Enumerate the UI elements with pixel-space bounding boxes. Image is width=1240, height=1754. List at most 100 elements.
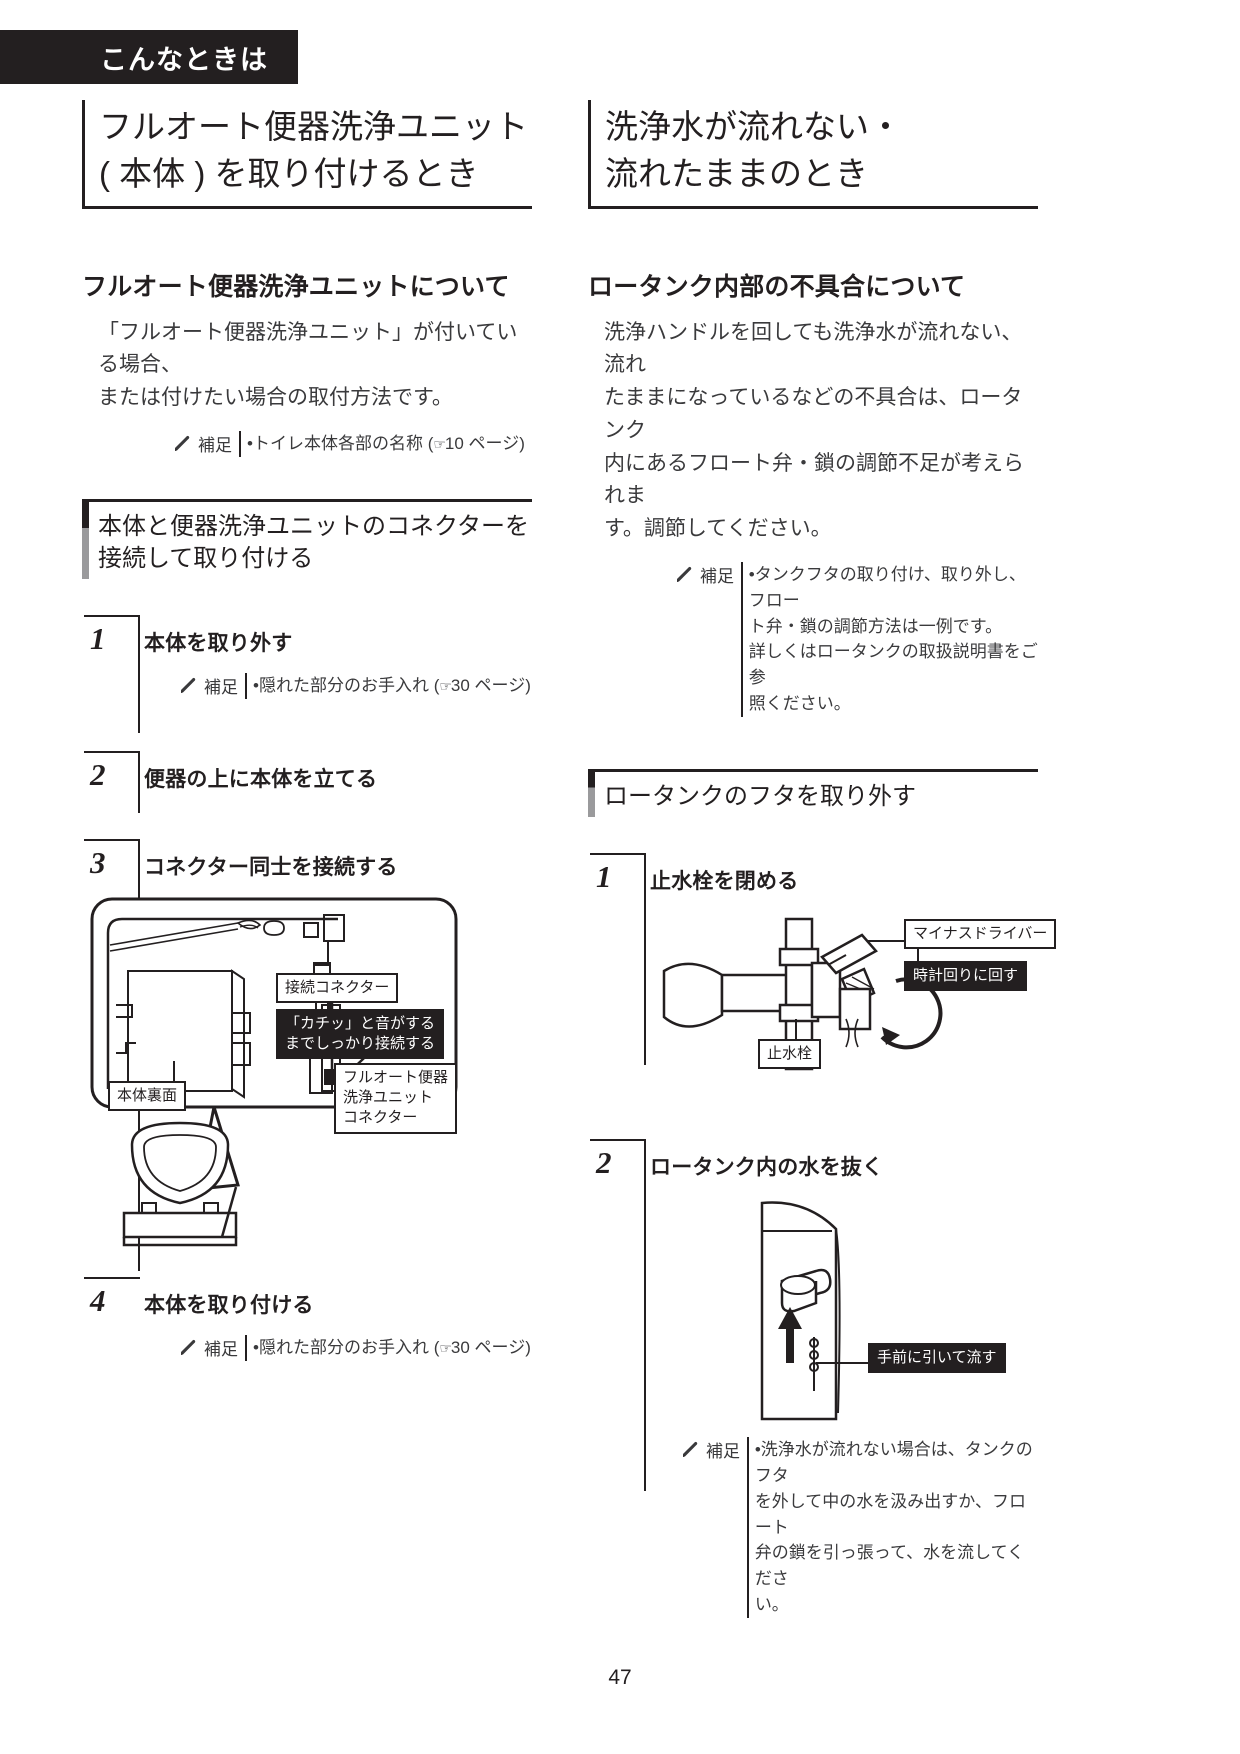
left-step-3: 3 コネクター同士を接続する (82, 838, 532, 1271)
note-ref-page: 30 ページ (450, 676, 526, 696)
callout-click-note-line-2: までしっかり接続する (285, 1035, 436, 1053)
callout-unit-connector-line-2: 洗浄ユニット (343, 1089, 434, 1107)
callout-unit-connector-line-3: コネクター (343, 1109, 418, 1127)
left-step-3-number: 3 (90, 844, 106, 880)
right-paragraph-line-1: 洗浄ハンドルを回しても洗浄水が流れない、流れ (604, 320, 1023, 377)
left-step-2-number: 2 (90, 756, 106, 792)
note-text: トイレ本体各部の名称 (252, 433, 423, 453)
left-step-4: 4 本体を取り付ける 補足 •隠れた部分のお手入れ (☞30 ページ) (82, 1276, 532, 1361)
pencil-icon (172, 434, 192, 454)
step-rule-top (84, 750, 140, 753)
note-bullet: • (247, 433, 253, 453)
note-bullet: • (253, 676, 259, 696)
left-procedure-heading: 本体と便器洗浄ユニットのコネクターを 接続して取り付ける (82, 498, 532, 580)
note-bullet: • (754, 1440, 761, 1460)
callout-connect-connector: 接続コネクター (276, 972, 399, 1004)
right-step-2-note-line-2: を外して中の水を汲み出すか、フロート (754, 1491, 1026, 1537)
left-step-4-number: 4 (90, 1282, 106, 1318)
right-section-note: 補足 •タンクフタの取り付け、取り外し、フロー ト弁・鎖の調節方法は一例です。 … (588, 561, 1038, 717)
pencil-icon (680, 1440, 700, 1460)
pencil-icon (178, 676, 198, 696)
step-rule-top (590, 1139, 646, 1142)
right-step-2-title: ロータンク内の水を抜く (650, 1156, 884, 1180)
left-chapter-title-line-1: フルオート便器洗浄ユニット (99, 108, 528, 145)
left-step-4-title: 本体を取り付ける (144, 1293, 314, 1317)
note-bullet: • (748, 564, 755, 584)
left-section-note-word: 補足 (198, 435, 232, 455)
callout-body-rear: 本体裏面 (108, 1080, 187, 1112)
note-ref-page: 10 ページ (444, 433, 520, 453)
note-divider-rule (245, 673, 247, 699)
connector-figure: 接続コネクター 「カチッ」と音がする までしっかり接続する フルオート便器 洗浄… (88, 893, 460, 1263)
right-step-2-note-line-3: 弁の鎖を引っ張って、水を流してくださ (754, 1543, 1025, 1589)
right-step-2: 2 ロータンク内の水を抜く (588, 1139, 1038, 1618)
right-section-paragraph: 洗浄ハンドルを回しても洗浄水が流れない、流れ たままになっているなどの不具合は、… (588, 317, 1038, 546)
right-paragraph-line-2: たままになっているなどの不具合は、ロータンク (604, 386, 1023, 442)
right-paragraph-line-4: す。調節してください。 (604, 517, 832, 541)
left-chapter-title: フルオート便器洗浄ユニット ( 本体 ) を取り付けるとき (82, 100, 532, 209)
right-step-2-note-line-1: •洗浄水が流れない場合は、タンクのフタ (754, 1440, 1033, 1485)
left-step-4-note-word: 補足 (204, 1339, 238, 1359)
note-divider-rule (747, 1437, 749, 1618)
note-ref-open: ( (427, 433, 434, 453)
left-paragraph-line-2: または付けたい場合の取付方法です。 (98, 386, 453, 410)
note-ref-close: ) (525, 676, 531, 696)
note-ref-close: ) (519, 433, 525, 453)
right-step-1-number: 1 (596, 859, 612, 895)
pencil-icon (674, 565, 694, 585)
right-step-1: 1 止水栓を閉める (588, 853, 1057, 1089)
callout-minus-screwdriver: マイナスドライバー (904, 919, 1057, 950)
pointing-hand-icon: ☞ (439, 678, 452, 695)
right-section-note-line-4: 照ください。 (748, 694, 851, 714)
left-step-3-title: コネクター同士を接続する (144, 855, 398, 879)
running-head-label: こんなときは (100, 44, 268, 75)
right-step-2-note-body: •洗浄水が流れない場合は、タンクのフタ を外して中の水を汲み出すか、フロート 弁… (755, 1437, 1038, 1618)
note-ref-open: ( (433, 676, 440, 696)
left-section-note: 補足 •トイレ本体各部の名称 (☞10 ページ) (82, 430, 532, 457)
left-step-4-note-body: •隠れた部分のお手入れ (☞30 ページ) (253, 1335, 531, 1361)
right-chapter-title: 洗浄水が流れない・ 流れたままのとき (588, 100, 1038, 209)
pointing-hand-icon: ☞ (439, 1339, 452, 1356)
left-procedure-heading-line-1: 本体と便器洗浄ユニットのコネクターを (98, 512, 530, 540)
running-head-banner: こんなときは (0, 30, 298, 84)
right-section-note-line-1: •タンクフタの取り付け、取り外し、フロー (748, 564, 1026, 610)
right-step-2-note: 補足 •洗浄水が流れない場合は、タンクのフタ を外して中の水を汲み出すか、フロー… (650, 1437, 1038, 1618)
right-procedure-heading: ロータンクのフタを取り外す (588, 768, 1038, 818)
step-rule-left (138, 615, 140, 734)
left-step-2: 2 便器の上に本体を立てる (82, 750, 532, 813)
note-ref-close: ) (525, 1337, 531, 1357)
note-bullet: • (253, 1337, 259, 1357)
note-ref-open: ( (433, 1337, 440, 1357)
right-step-2-number: 2 (596, 1145, 612, 1181)
right-step-1-title: 止水栓を閉める (650, 870, 799, 894)
callout-stopcock: 止水栓 (758, 1039, 822, 1070)
right-paragraph-line-3: 内にあるフロート弁・鎖の調節不足が考えられま (604, 451, 1024, 508)
right-section-heading: ロータンク内部の不具合について (588, 272, 966, 301)
callout-unit-connector-line-1: フルオート便器 (343, 1068, 449, 1086)
pointing-hand-icon: ☞ (433, 435, 446, 452)
left-step-1-title: 本体を取り外す (144, 632, 293, 656)
tank-lever-diagram-art (760, 1201, 872, 1421)
left-step-2-title: 便器の上に本体を立てる (144, 767, 378, 791)
right-procedure-heading-line-1: ロータンクのフタを取り外す (604, 782, 916, 810)
right-column: 洗浄水が流れない・ 流れたままのとき ロータンク内部の不具合について 洗浄ハンド… (588, 100, 1057, 1618)
right-section-note-word: 補足 (700, 566, 734, 586)
left-section-heading: フルオート便器洗浄ユニットについて (82, 272, 510, 301)
left-step-1-number: 1 (90, 621, 106, 657)
note-text: 隠れた部分のお手入れ (258, 676, 429, 696)
right-step-2-note-word: 補足 (706, 1442, 740, 1462)
step-rule-top (84, 615, 140, 618)
left-step-1: 1 本体を取り外す 補足 •隠れた部分のお手入れ (☞30 ページ) (82, 615, 532, 734)
left-section-paragraph: 「フルオート便器洗浄ユニット」が付いている場合、 または付けたい場合の取付方法で… (82, 317, 532, 415)
note-divider-rule (239, 430, 241, 457)
step-rule-top (84, 838, 140, 841)
callout-turn-clockwise: 時計回りに回す (904, 961, 1028, 992)
callout-unit-connector: フルオート便器 洗浄ユニット コネクター (334, 1062, 458, 1134)
right-section-note-line-3: 詳しくはロータンクの取扱説明書をご参 (748, 642, 1038, 688)
note-divider-rule (741, 561, 743, 717)
left-section-note-body: •トイレ本体各部の名称 (☞10 ページ) (247, 431, 525, 457)
right-section-note-line-2: ト弁・鎖の調節方法は一例です。 (748, 616, 1003, 636)
step-rule-left (644, 853, 646, 1066)
stopcock-figure: マイナスドライバー 時計回りに回す 止水栓 (646, 909, 1057, 1089)
